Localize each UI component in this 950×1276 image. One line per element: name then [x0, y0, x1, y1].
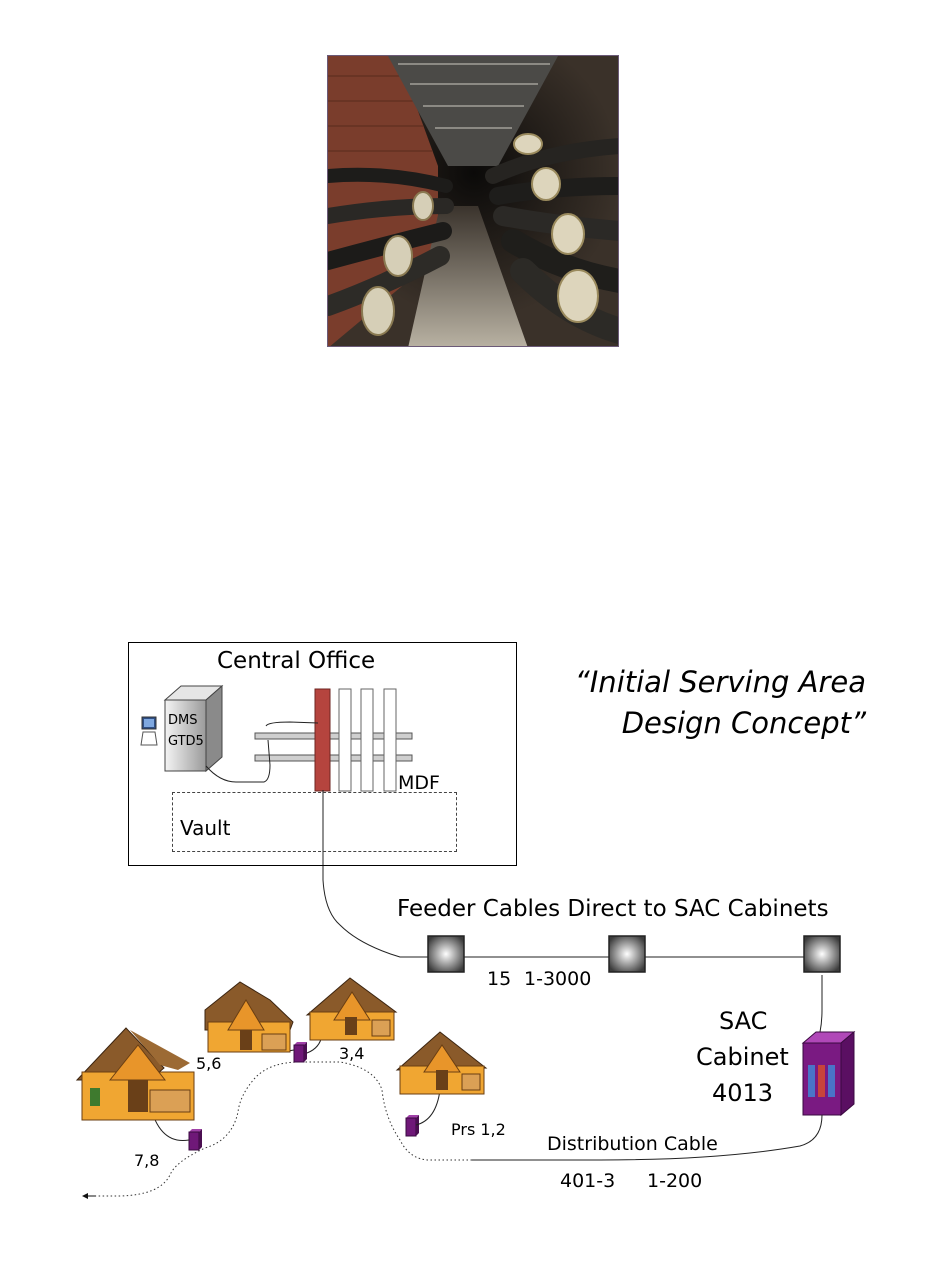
feeder-count-label: 15	[487, 968, 511, 990]
splice-box-1	[428, 936, 464, 972]
gtd5-label: GTD5	[168, 734, 204, 749]
distribution-pairs-label: 1-200	[647, 1170, 702, 1192]
vault-label: Vault	[180, 816, 230, 840]
arrow-left-icon	[82, 1193, 96, 1199]
central-office-label: Central Office	[217, 648, 375, 674]
sac-label-line-1: SAC	[719, 1007, 767, 1035]
house-5-6	[205, 982, 293, 1052]
pairs-3-4-label: 3,4	[339, 1044, 364, 1063]
dms-label: DMS	[168, 713, 197, 728]
terminal-prs-1-2	[406, 1115, 419, 1136]
house-3-4	[307, 978, 396, 1040]
distribution-cable-label: Distribution Cable	[547, 1133, 718, 1155]
terminal-7-8	[189, 1129, 202, 1150]
feeder-pairs-label: 1-3000	[524, 968, 591, 990]
sac-label-line-2: Cabinet	[696, 1043, 789, 1071]
splice-box-3	[804, 936, 840, 972]
sac-cabinet	[803, 1032, 854, 1115]
pairs-5-6-label: 5,6	[196, 1054, 221, 1073]
distribution-id-label: 401-3	[560, 1170, 615, 1192]
pairs-7-8-label: 7,8	[134, 1151, 159, 1170]
feeder-cable-to-cabinet	[820, 975, 822, 1032]
terminal-3-4	[294, 1042, 307, 1062]
diagram-title-line-2: Design Concept”	[622, 706, 866, 740]
drop-wire-prs-1-2	[416, 1090, 440, 1125]
pairs-1-2-label: Prs 1,2	[451, 1120, 506, 1139]
house-prs-1-2	[397, 1032, 486, 1094]
mdf-label: MDF	[398, 772, 440, 790]
sac-label-line-3: 4013	[712, 1079, 773, 1107]
house-7-8	[77, 1028, 194, 1120]
splice-box-2	[609, 936, 645, 972]
feeder-cables-label: Feeder Cables Direct to SAC Cabinets	[397, 896, 829, 922]
diagram-title-line-1: “Initial Serving Area	[575, 665, 866, 699]
